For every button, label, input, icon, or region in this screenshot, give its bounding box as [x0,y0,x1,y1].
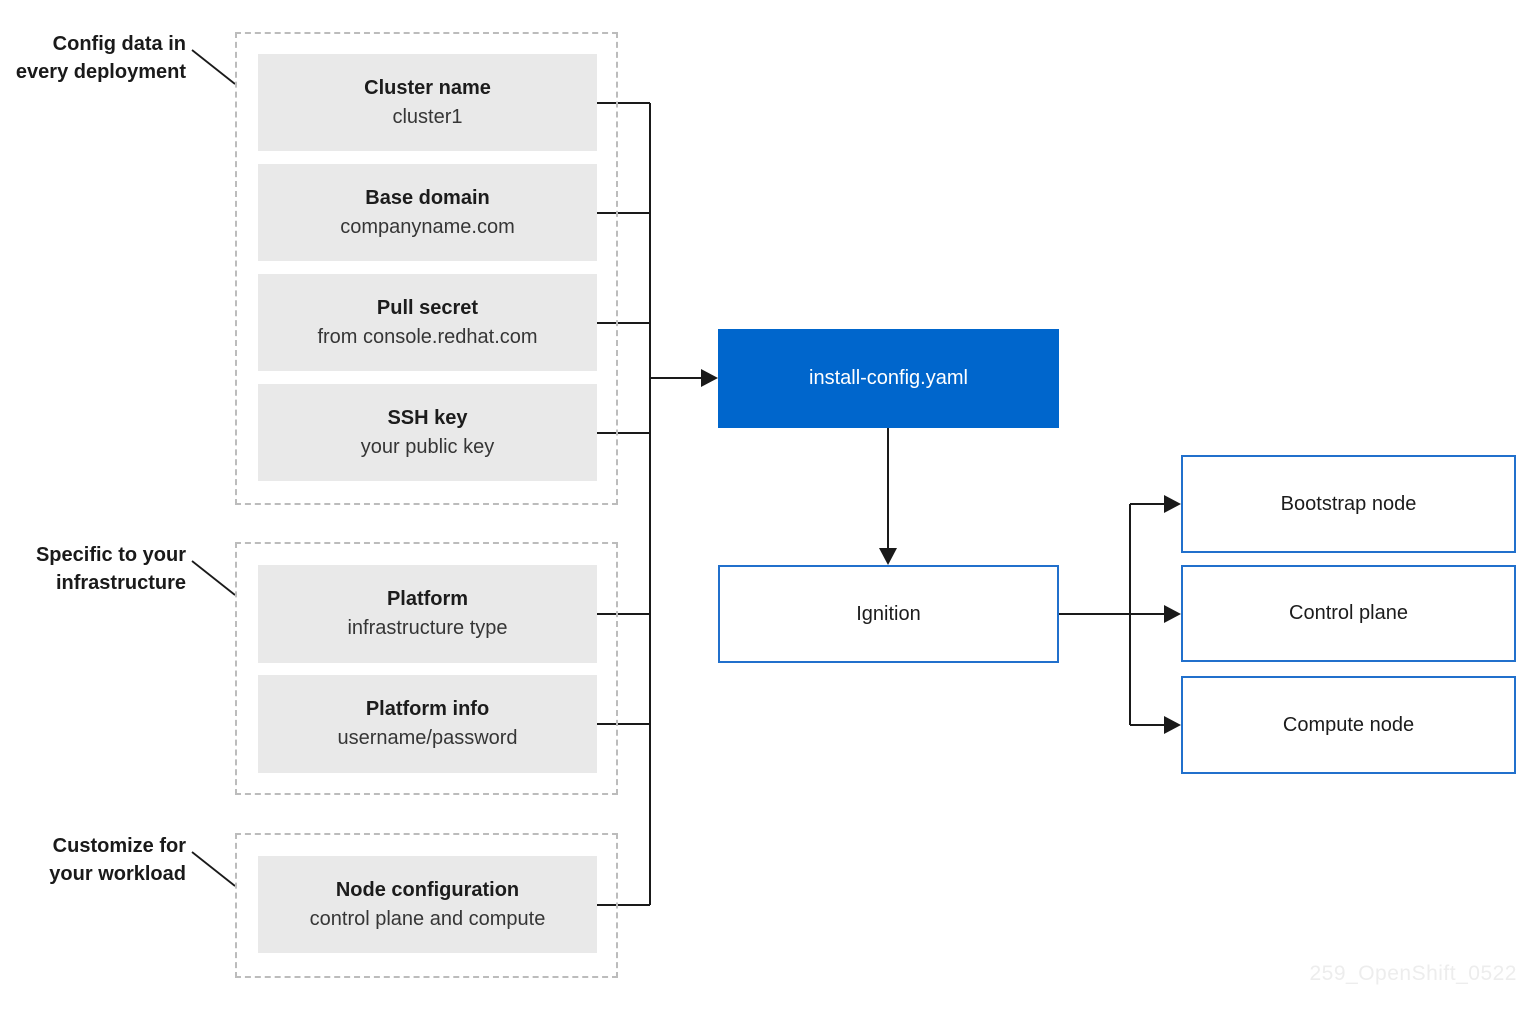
node-bootstrap: Bootstrap node [1181,455,1516,553]
arrowhead-ignition [879,548,897,565]
arrowhead-compute [1164,716,1181,734]
annotation-config-data: Config data in every deployment [2,30,186,86]
box-subtitle: control plane and compute [309,907,546,930]
annotation-line: your workload [49,863,186,885]
arrowhead-install-config [701,369,718,387]
arrowhead-bootstrap [1164,495,1181,513]
pointer-config-data [191,49,236,85]
pointer-customize-workload [191,851,236,887]
annotation-line: infrastructure [55,572,186,594]
box-subtitle: username/password [337,727,518,749]
box-platform: Platform infrastructure type [258,565,597,663]
box-title: Platform [386,588,469,610]
annotation-line: Specific to your [35,544,186,566]
group-workload-frame [235,833,618,978]
box-title: Pull secret [376,296,479,319]
annotation-pointer-lines [191,49,236,887]
pointer-specific-infra [191,560,236,596]
box-subtitle: your public key [360,435,495,458]
box-subtitle: from console.redhat.com [317,325,538,348]
box-node-configuration: Node configuration control plane and com… [258,856,597,953]
annotation-customize-workload: Customize for your workload [2,832,186,888]
annotation-line: Config data in [52,33,186,55]
box-title: Base domain [365,186,490,209]
box-subtitle: cluster1 [392,105,463,128]
annotation-line: every deployment [15,61,186,83]
box-title: Node configuration [335,878,520,901]
annotation-line: Customize for [52,835,186,857]
annotation-specific-infra: Specific to your infrastructure [2,541,186,597]
watermark-text: 259_OpenShift_0522 [1309,962,1517,985]
node-ignition: Ignition [718,565,1059,663]
box-subtitle: infrastructure type [347,617,508,639]
arrowhead-control-plane [1164,605,1181,623]
box-base-domain: Base domain companyname.com [258,164,597,261]
node-label: install-config.yaml [809,367,968,389]
box-pull-secret: Pull secret from console.redhat.com [258,274,597,371]
box-ssh-key: SSH key your public key [258,384,597,481]
node-control-plane: Control plane [1181,565,1516,662]
group-infrastructure-frame [235,542,618,795]
node-label: Compute node [1282,713,1415,736]
box-subtitle: companyname.com [340,215,515,238]
box-cluster-name: Cluster name cluster1 [258,54,597,151]
node-label: Bootstrap node [1280,492,1417,515]
node-label: Control plane [1289,602,1408,624]
box-platform-info: Platform info username/password [258,675,597,773]
node-compute: Compute node [1181,676,1516,774]
node-install-config-yaml: install-config.yaml [718,329,1059,428]
node-label: Ignition [856,602,921,625]
box-title: Cluster name [364,76,491,99]
group-config-data-frame [235,32,618,505]
box-title: SSH key [387,406,468,429]
left-trunk-connectors [597,102,1164,906]
box-title: Platform info [365,698,490,720]
